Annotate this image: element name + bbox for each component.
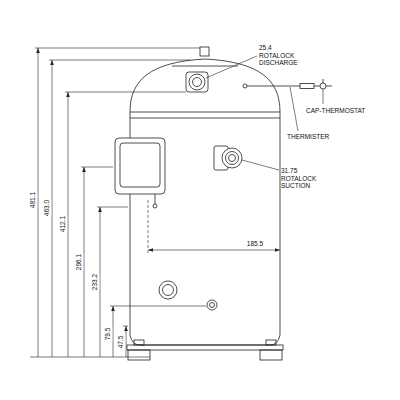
dimension-value: 412.1: [59, 215, 67, 233]
dimension-value: 185.5: [247, 240, 263, 248]
part-label: THERMISTER: [287, 133, 357, 141]
part-label: CAP-THERMOSTAT: [306, 107, 386, 115]
dimension-value: 296.1: [75, 253, 83, 271]
dimension-value: 47.5: [117, 335, 125, 350]
dimension-value: 79.5: [104, 327, 112, 342]
dimension-value: 463.0: [43, 199, 51, 217]
dimension-value: 233.2: [91, 273, 99, 291]
fitting-label: 31.75 ROTALOCK SUCTION: [281, 167, 327, 190]
dimension-value: 481.1: [29, 191, 37, 209]
fitting-label: 25.4 ROTALOCK DISCHARGE: [259, 44, 305, 67]
